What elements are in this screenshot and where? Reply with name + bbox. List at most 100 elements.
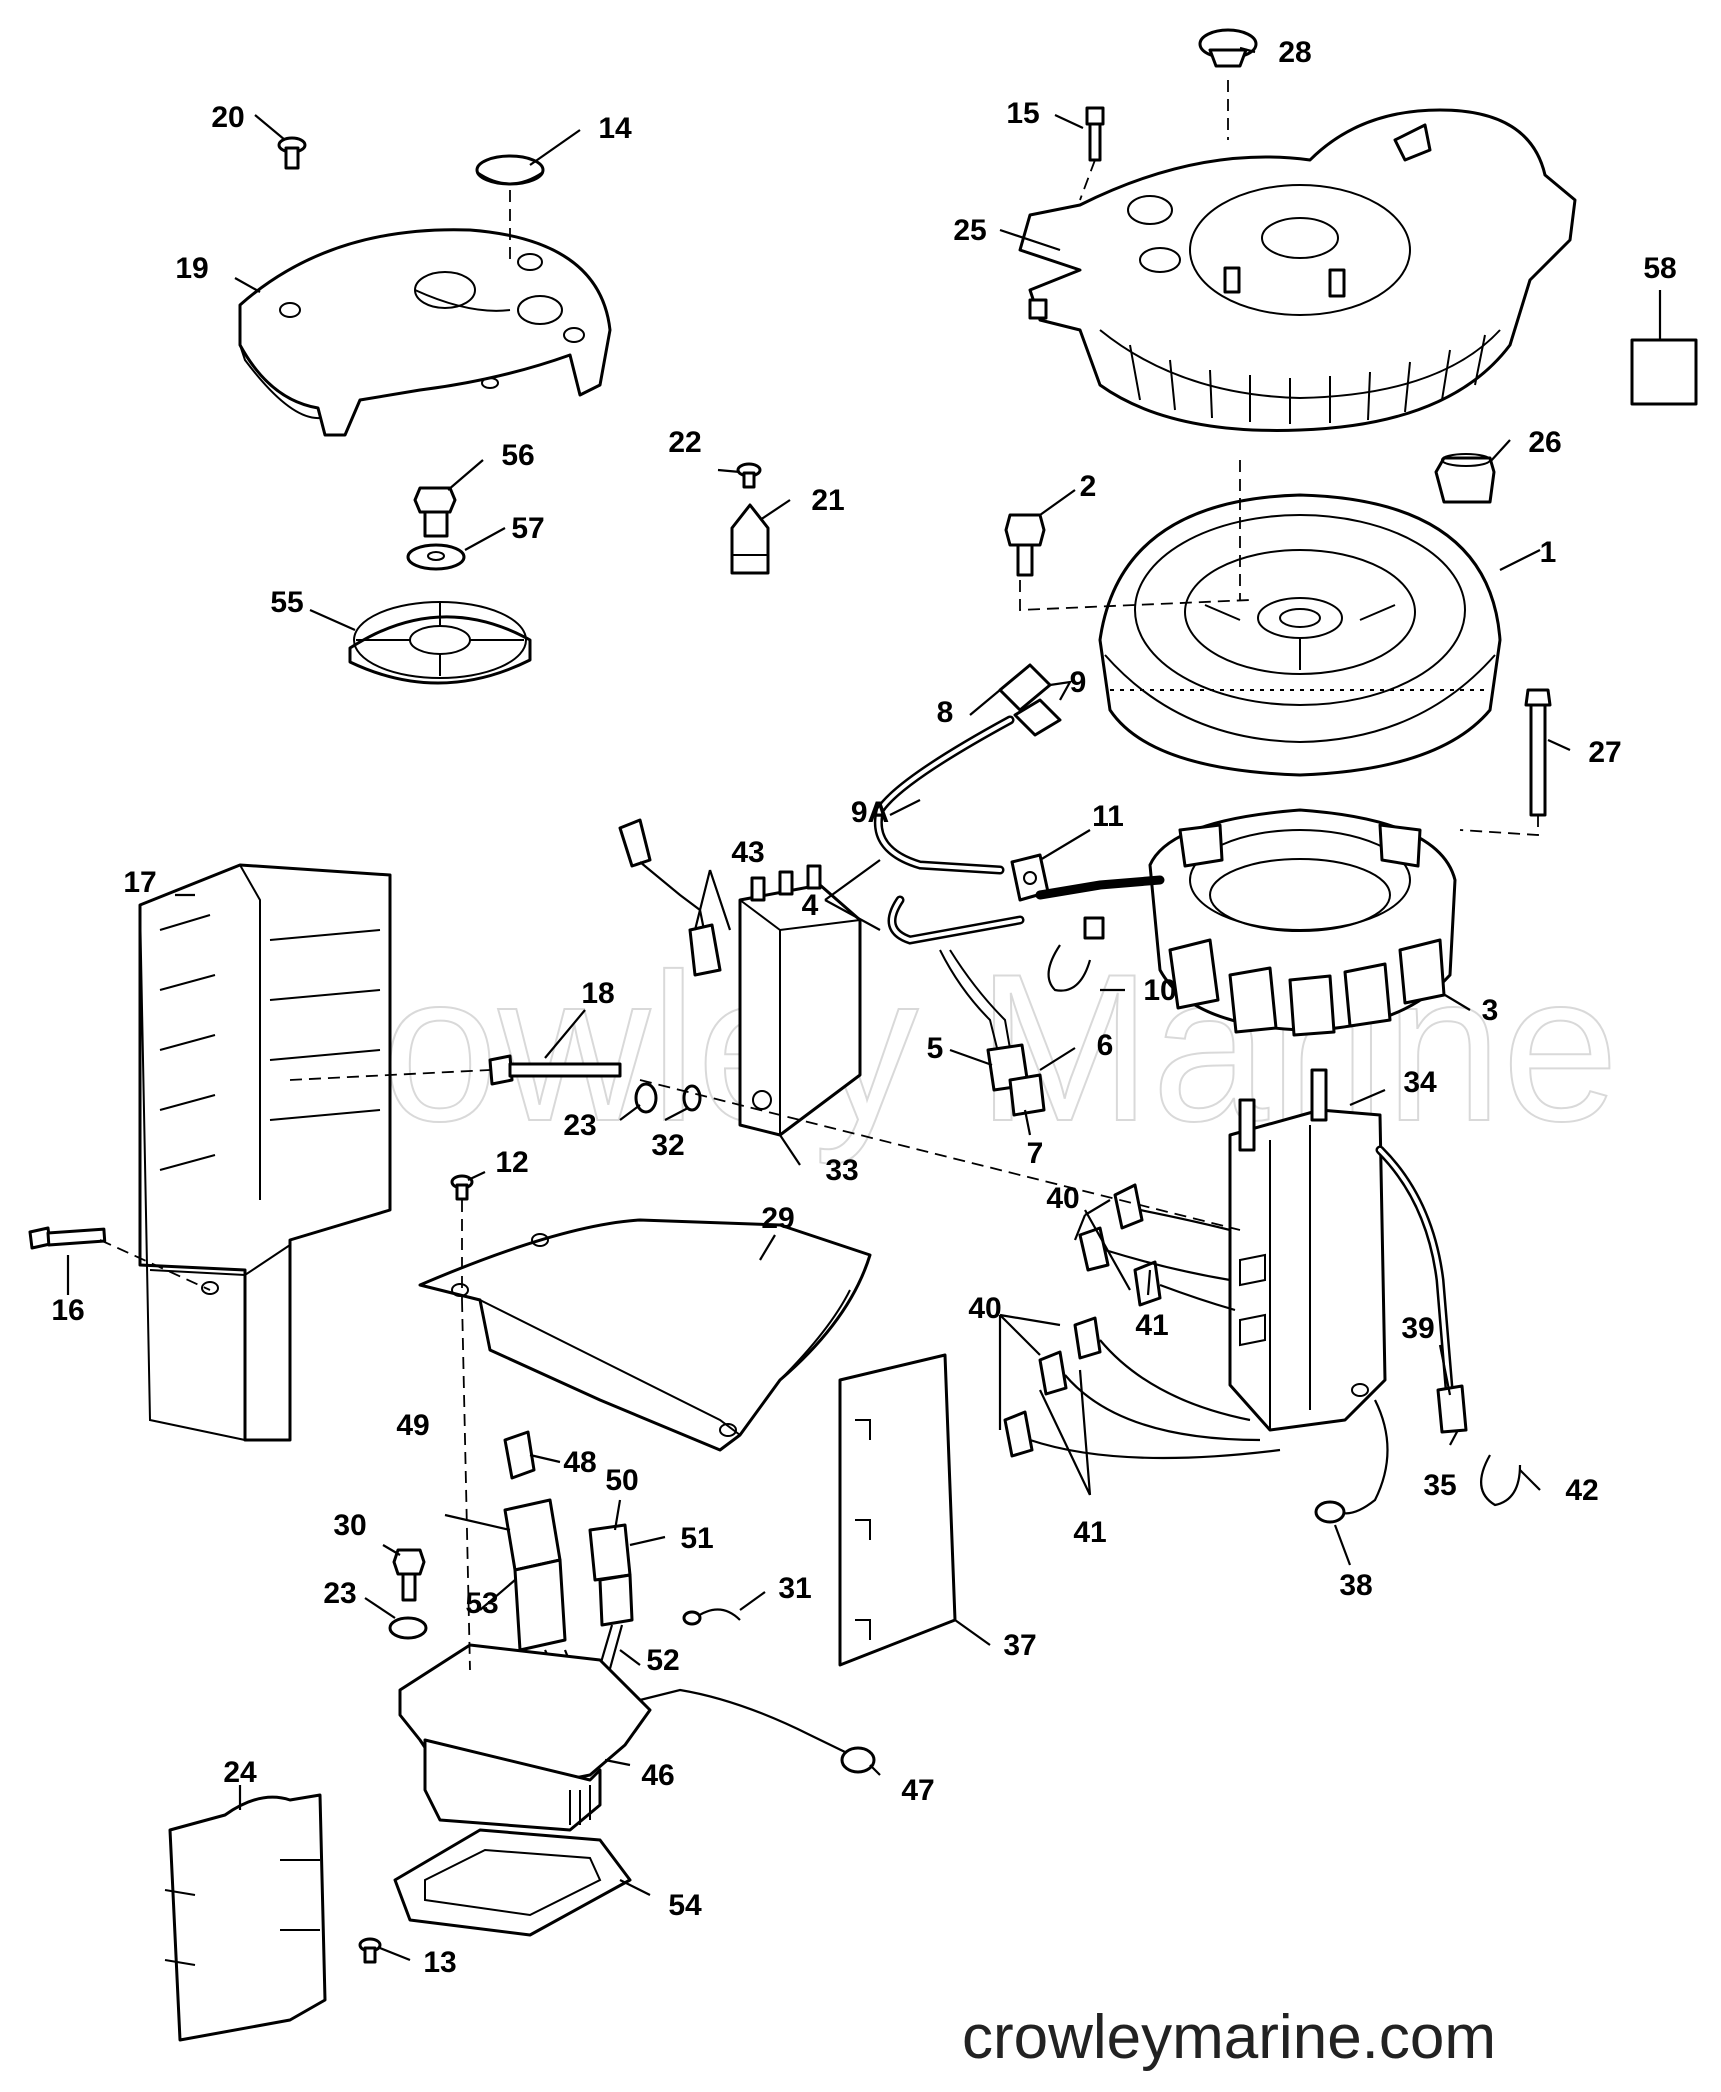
callout-7: 7 [1027,1137,1044,1170]
callout-25: 25 [953,214,986,247]
callout-37: 37 [1003,1629,1036,1662]
callout-10: 10 [1143,974,1176,1007]
callout-27: 27 [1588,736,1621,769]
callout-49: 49 [396,1409,429,1442]
callout-4: 4 [802,889,819,922]
callout-21: 21 [811,484,844,517]
part-12-screw [450,1174,474,1201]
callout-56: 56 [501,439,534,472]
callout-20: 20 [211,101,244,134]
part-49-connector [503,1498,567,1652]
callout-53: 53 [465,1587,498,1620]
callout-34: 34 [1403,1066,1437,1099]
part-32-washer [682,1084,702,1112]
site-label: crowleymarine.com [962,2003,1496,2072]
callout-46: 46 [641,1759,674,1792]
part-4-harness [873,715,1165,1061]
callout-18: 18 [581,977,614,1010]
callout-29: 29 [761,1202,794,1235]
part-19-cover-plate [238,228,612,437]
part-54-gasket [393,1828,632,1937]
part-16-bolt [28,1226,107,1250]
part-23-washer-lower [388,1616,428,1640]
callout-32: 32 [651,1129,684,1162]
part-58-square [1630,338,1698,406]
callout-8: 8 [937,696,954,729]
callout-9a: 9A [851,796,889,829]
callout-40a: 40 [1046,1182,1079,1215]
callout-52: 52 [646,1644,679,1677]
part-40-41-leads [1003,1183,1281,1460]
part-57-washer [406,543,466,571]
callout-labels: 1 2 3 4 5 6 7 8 9 9A 10 11 12 13 14 15 1… [51,36,1676,1979]
callout-40b: 40 [968,1292,1001,1325]
callout-13: 13 [423,1946,456,1979]
part-18-bolt [488,1054,622,1086]
part-5-connector [986,1043,1046,1117]
part-38-lead [1334,1399,1389,1515]
callout-23a: 23 [563,1109,596,1142]
callout-48: 48 [563,1446,596,1479]
part-21-clip [730,503,770,575]
callout-15: 15 [1006,97,1039,130]
callout-47: 47 [901,1774,934,1807]
part-43-spark-cap [618,818,722,977]
callout-35: 35 [1423,1469,1456,1502]
part-10-strap [1047,916,1105,992]
part-28-cap [1198,28,1258,68]
part-3-stator [1148,808,1457,1037]
callout-3: 3 [1482,994,1499,1027]
callout-24: 24 [223,1756,257,1789]
part-35-terminal [1436,1384,1468,1434]
callout-39: 39 [1401,1312,1434,1345]
callout-54: 54 [668,1889,702,1922]
part-34-bracket [1228,1068,1387,1432]
callout-38: 38 [1339,1569,1372,1602]
part-48-clip [503,1430,536,1480]
part-27-bolt [1524,688,1552,817]
assembly-lines [99,80,1539,1671]
part-46-regulator [398,1643,652,1832]
callout-42: 42 [1565,1474,1598,1507]
callout-51: 51 [680,1522,713,1555]
callout-14: 14 [598,112,632,145]
part-20-screw [277,136,307,170]
callout-1: 1 [1540,536,1557,569]
part-25-flywheel-cover [1018,108,1577,432]
callout-26: 26 [1528,426,1561,459]
part-15-bolt [1085,106,1105,162]
part-24-cover [164,1793,327,2042]
callout-33: 33 [825,1154,858,1187]
part-22-screw [736,462,762,489]
part-14-plug [475,154,545,186]
callout-9: 9 [1070,666,1087,699]
part-17-housing [138,863,392,1442]
part-42-strap [1480,1454,1522,1507]
part-47-lead [639,1688,876,1774]
callout-16: 16 [51,1294,84,1327]
part-37-plate [838,1353,957,1667]
callout-17: 17 [123,866,156,899]
callout-41b: 41 [1073,1516,1106,1549]
part-50-connector [588,1523,634,1627]
leader-lines [66,46,1662,1962]
callout-6: 6 [1097,1029,1114,1062]
callout-2: 2 [1080,470,1097,503]
part-23-washer [634,1082,658,1114]
callout-23b: 23 [323,1577,356,1610]
callout-12: 12 [495,1146,528,1179]
part-1-flywheel [1098,493,1502,777]
callout-19: 19 [175,252,208,285]
part-13-screw [358,1937,382,1964]
callout-41a: 41 [1135,1309,1168,1342]
callout-31: 31 [778,1572,811,1605]
callout-55: 55 [270,586,303,619]
part-29-shield [418,1218,872,1452]
callout-22: 22 [668,426,701,459]
callout-58: 58 [1643,252,1676,285]
part-33-coil-pack [738,864,862,1137]
part-55-pulley [348,601,532,685]
part-26-bushing [1434,453,1496,504]
part-31-clamp [682,1608,741,1626]
